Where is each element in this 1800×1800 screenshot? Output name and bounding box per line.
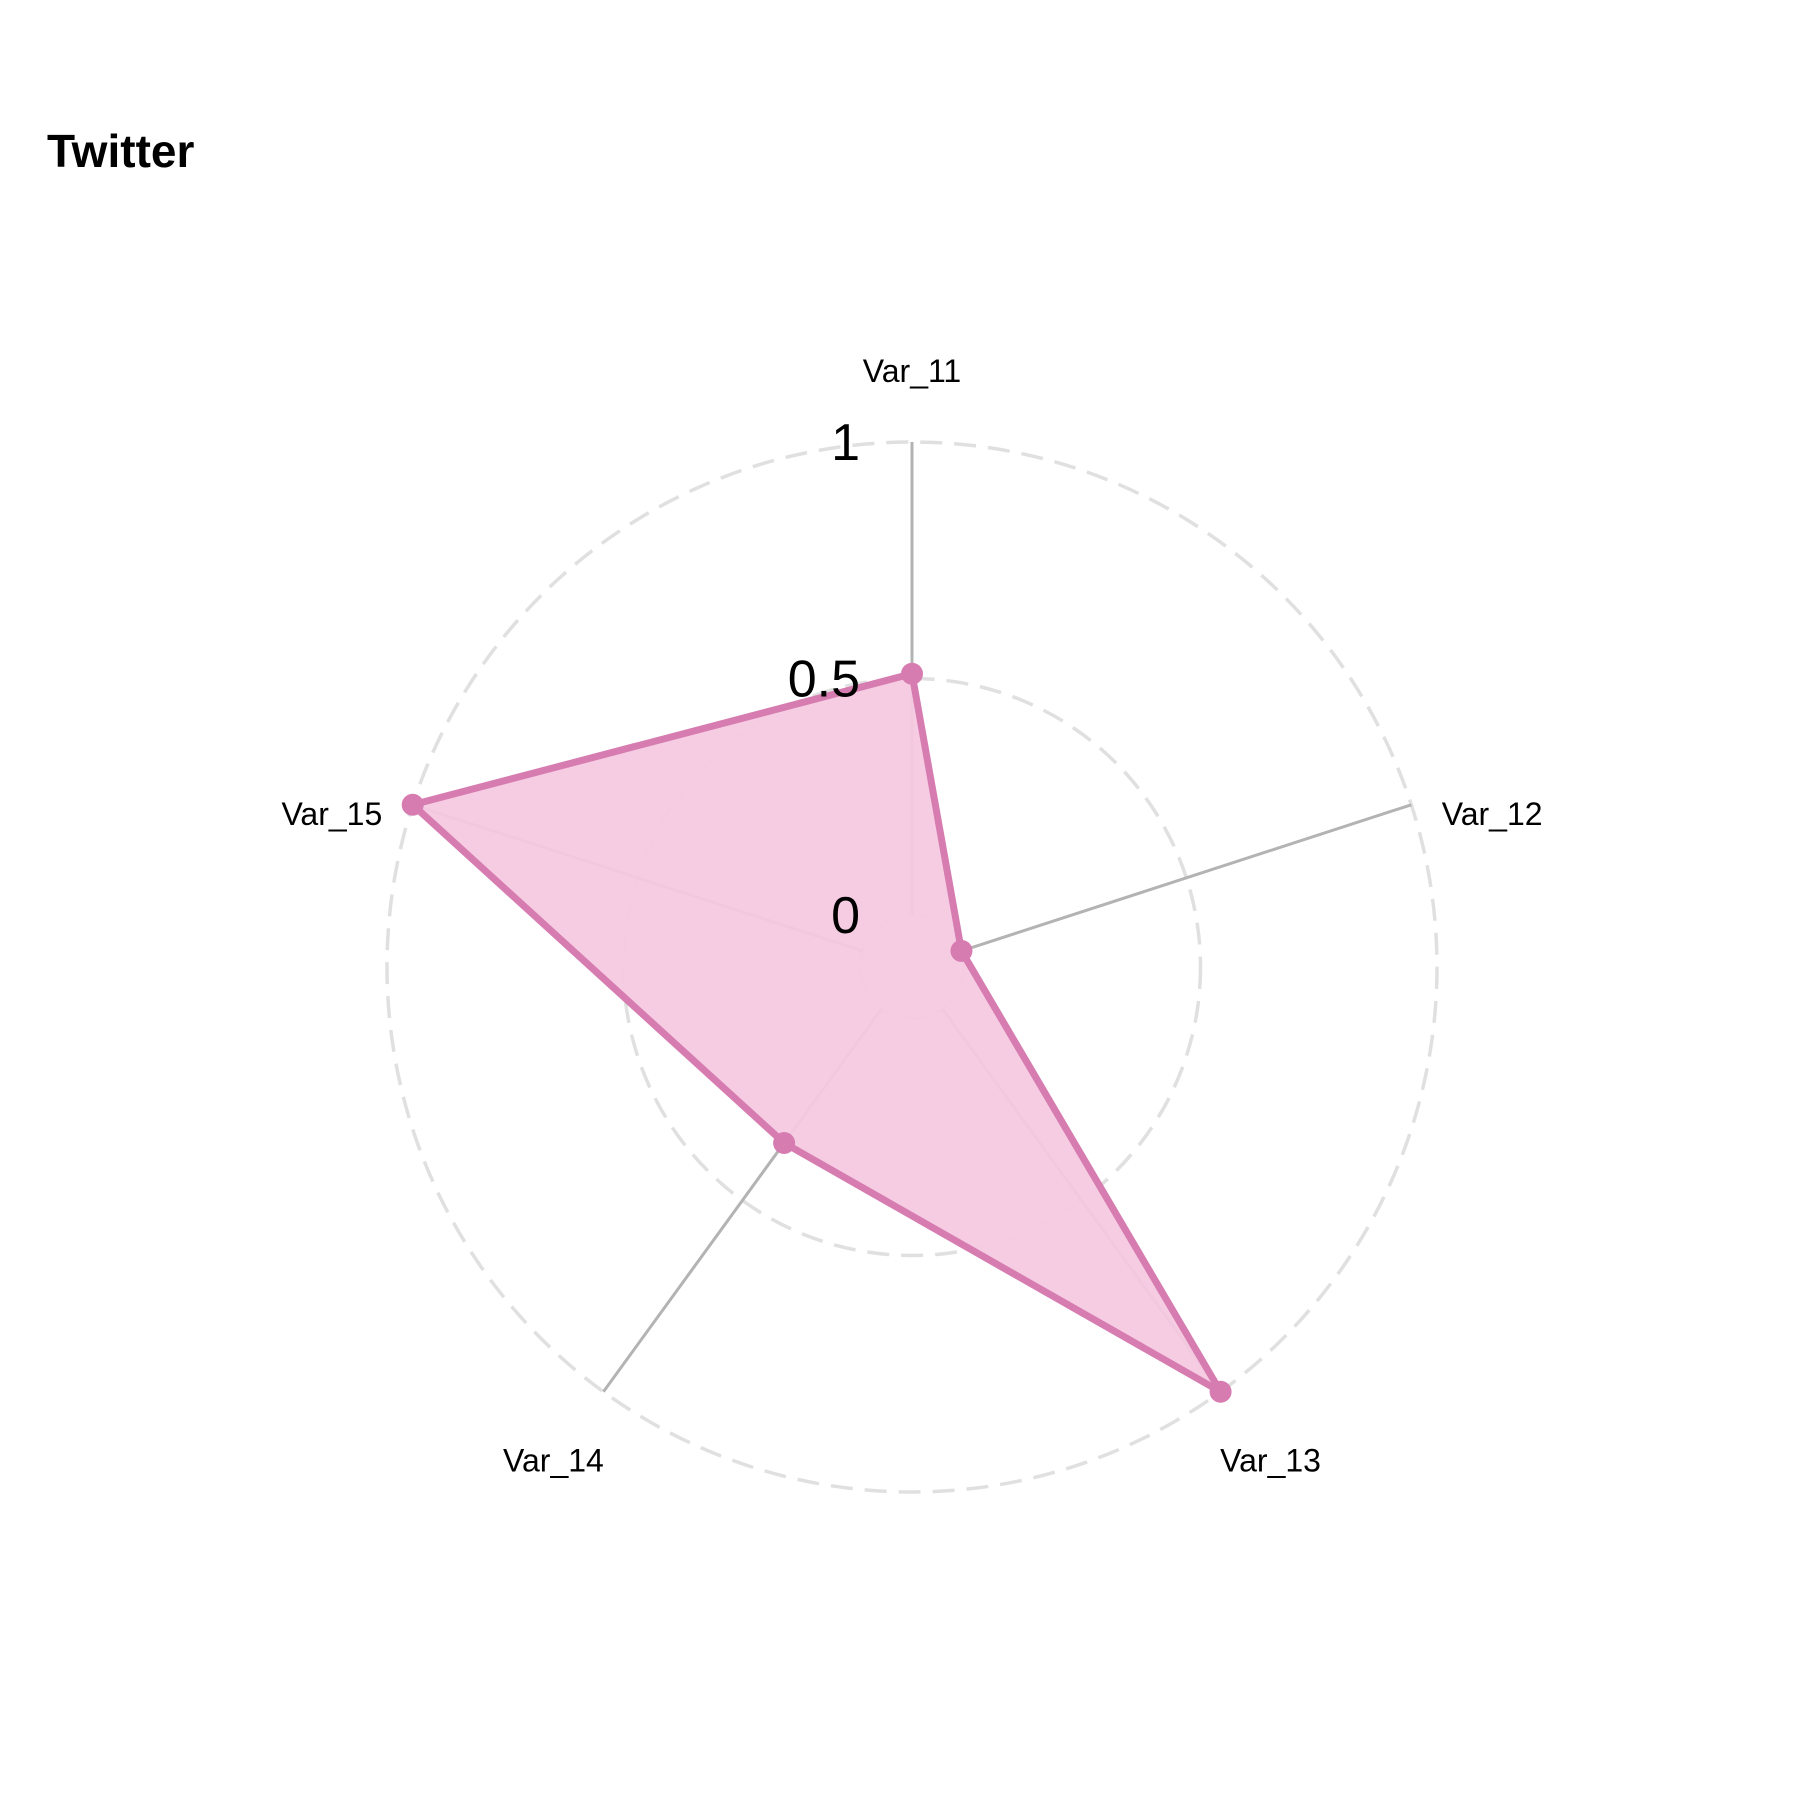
series-area-0: [409, 670, 1225, 1396]
data-point-var-15: [401, 793, 424, 816]
data-point-var-13: [1209, 1380, 1232, 1403]
data-point-var-14: [773, 1132, 796, 1155]
axis-label-var-13: Var_13: [1220, 1443, 1321, 1479]
axis-line-2: [960, 803, 1412, 953]
axis-label-var-12: Var_12: [1442, 796, 1543, 832]
chart-title: Twitter: [47, 125, 195, 177]
grid-label-1: 0.5: [788, 651, 860, 709]
axis-label-var-14: Var_14: [503, 1443, 604, 1479]
axis-label-var-15: Var_15: [281, 796, 382, 832]
grid-circle-2: [385, 440, 1439, 1494]
grid-label-2: 1: [831, 414, 860, 472]
data-point-var-11: [901, 662, 923, 685]
grid-label-0: 0: [831, 887, 860, 945]
series-layer: [401, 662, 1232, 1403]
axis-label-var-11: Var_11: [863, 353, 961, 389]
data-point-var-12: [950, 939, 973, 962]
